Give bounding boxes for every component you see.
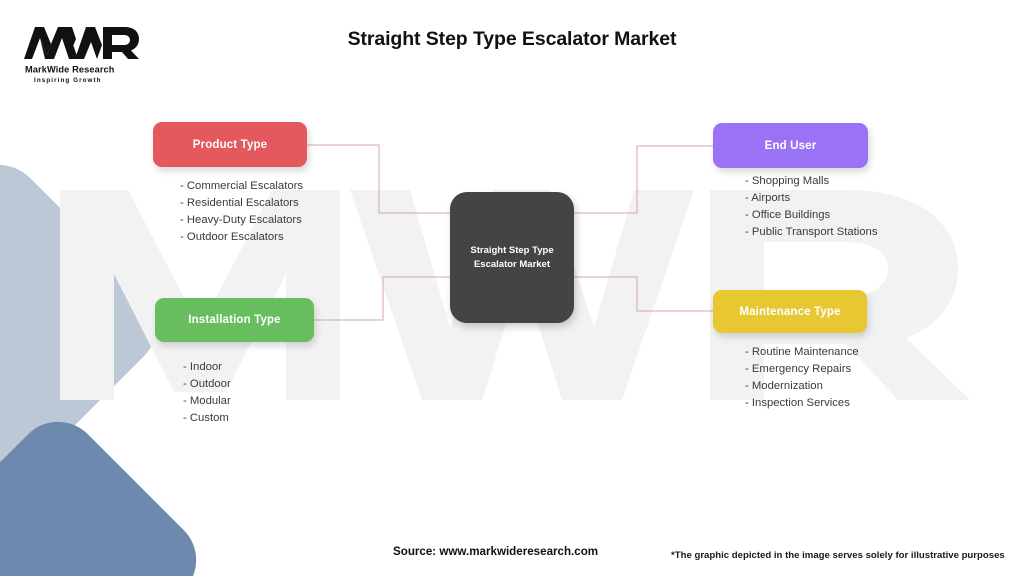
item-list-maintenance-type: - Routine Maintenance - Emergency Repair… bbox=[745, 344, 859, 413]
item-list-installation-type: - Indoor - Outdoor - Modular - Custom bbox=[183, 359, 231, 428]
list-item: - Outdoor bbox=[183, 378, 231, 391]
page-title: Straight Step Type Escalator Market bbox=[347, 28, 677, 50]
list-item: - Indoor bbox=[183, 361, 222, 373]
list-item: - Residential Escalators bbox=[180, 197, 299, 210]
markwide-research-logo: MarkWide Research Inspiring Growth bbox=[22, 22, 140, 86]
mwr-watermark bbox=[50, 178, 980, 408]
list-item: - Commercial Escalators bbox=[180, 180, 304, 192]
list-item: - Outdoor Escalators bbox=[180, 231, 284, 244]
list-item: - Shopping Malls bbox=[745, 175, 830, 187]
logo-company-name: MarkWide Research bbox=[25, 65, 115, 75]
branch-label-product-type: Product Type bbox=[192, 138, 268, 151]
center-node[interactable]: Straight Step Type Escalator Market bbox=[450, 192, 574, 323]
list-item: - Office Buildings bbox=[745, 209, 831, 222]
decorative-rounded-square-dark bbox=[0, 404, 214, 576]
mwr-monogram-icon bbox=[24, 27, 139, 59]
branch-node-maintenance-type[interactable]: Maintenance Type bbox=[713, 290, 867, 333]
disclaimer-note: *The graphic depicted in the image serve… bbox=[671, 550, 1005, 561]
list-item: - Emergency Repairs bbox=[745, 363, 852, 376]
branch-node-product-type[interactable]: Product Type bbox=[153, 122, 307, 167]
list-item: - Heavy-Duty Escalators bbox=[180, 214, 302, 227]
list-item: - Airports bbox=[745, 192, 791, 205]
list-item: - Public Transport Stations bbox=[745, 226, 878, 239]
list-item: - Custom bbox=[183, 412, 229, 425]
branch-label-maintenance-type: Maintenance Type bbox=[739, 305, 841, 318]
branch-label-end-user: End User bbox=[764, 139, 817, 152]
source-attribution: Source: www.markwideresearch.com bbox=[393, 545, 599, 558]
branch-label-installation-type: Installation Type bbox=[188, 314, 281, 326]
list-item: - Modular bbox=[183, 395, 231, 408]
center-node-label: Straight Step Type Escalator Market bbox=[470, 244, 553, 271]
branch-node-end-user[interactable]: End User bbox=[713, 123, 868, 168]
center-node-label-line1: Straight Step Type bbox=[470, 245, 554, 257]
center-node-label-line2: Escalator Market bbox=[473, 258, 551, 270]
logo-tagline: Inspiring Growth bbox=[34, 77, 102, 84]
list-item: - Routine Maintenance bbox=[745, 346, 859, 358]
item-list-product-type: - Commercial Escalators - Residential Es… bbox=[180, 178, 303, 247]
list-item: - Inspection Services bbox=[745, 397, 850, 410]
branch-node-installation-type[interactable]: Installation Type bbox=[155, 298, 314, 342]
item-list-end-user: - Shopping Malls - Airports - Office Bui… bbox=[745, 173, 878, 242]
list-item: - Modernization bbox=[745, 380, 823, 393]
